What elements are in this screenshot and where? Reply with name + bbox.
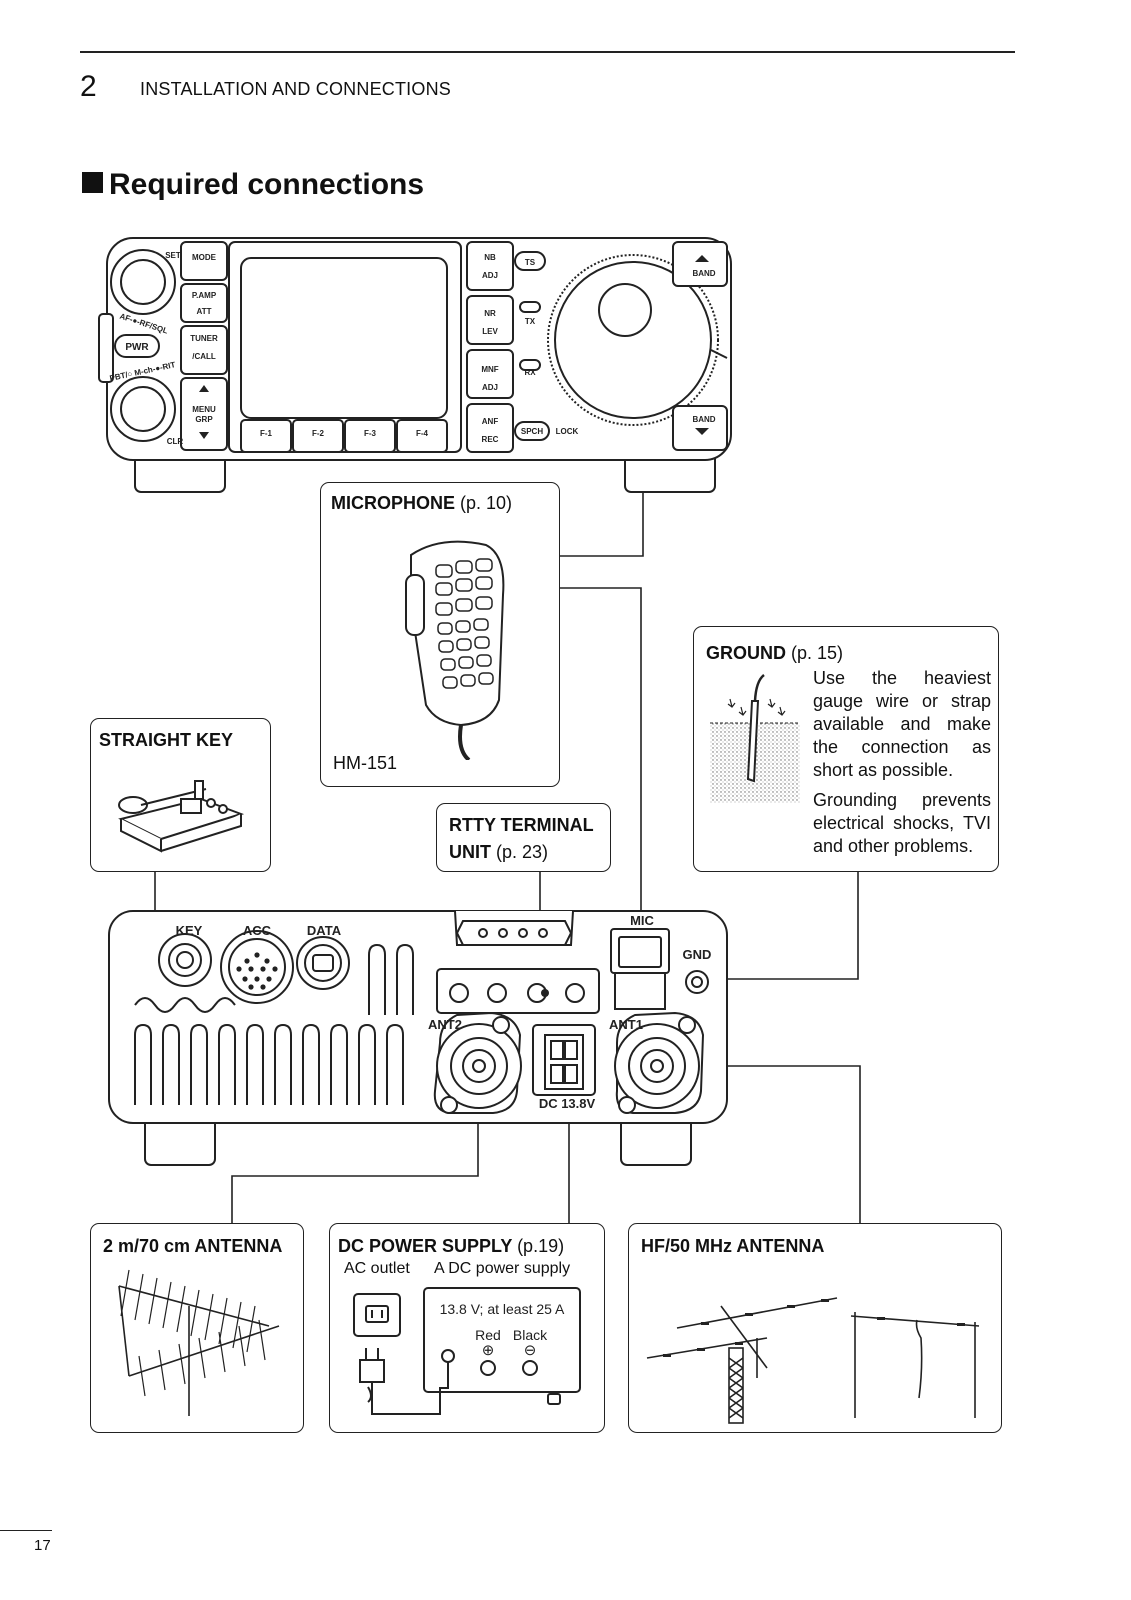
front-label-rx: RX [524,368,536,377]
dc-supply-label: A DC power supply [434,1260,571,1277]
red-terminal-label: Red [475,1327,501,1343]
microphone-icon [405,540,505,760]
straight-key-callout: STRAIGHT KEY [90,718,271,872]
band-down-button[interactable]: BAND [692,415,715,424]
antenna-hf-callout: HF/50 MHz ANTENNA [628,1223,1002,1433]
front-panel-illustration: SET AF-●-RF/SQL PWR PBT/○ M-ch-●-RIT CLR… [98,237,732,493]
footer-rule [0,1530,52,1531]
rear-label-dc: DC 13.8V [539,1096,596,1111]
antenna-hf-title: HF/50 MHz ANTENNA [641,1236,825,1256]
section-title-text: Required connections [109,168,425,201]
rtty-title-line2-text: UNIT [449,842,491,862]
minus-icon: ⊖ [524,1342,537,1359]
microphone-title-text: MICROPHONE [331,493,456,513]
f2-button[interactable]: F-2 [312,429,325,438]
front-label-adj1: ADJ [482,271,498,280]
spch-button[interactable]: SPCH [521,427,543,436]
microphone-title: MICROPHONE (p. 10) [331,493,512,514]
chapter-title: INSTALLATION AND CONNECTIONS [140,79,451,99]
front-label-mnf: MNF [481,365,498,374]
plus-icon: ⊕ [482,1342,495,1359]
microphone-callout: MICROPHONE (p. 10) HM-151 [320,482,560,787]
straight-key-icon [118,780,245,853]
band-up-button[interactable]: BAND [692,269,715,278]
dc-power-title-text: DC POWER SUPPLY [338,1236,513,1256]
ground-title-text: GROUND [706,643,786,663]
yagi-antenna-icon [118,1269,280,1416]
section-title: Required connections [82,168,424,202]
front-label-lev: LEV [482,327,498,336]
front-label-anf: ANF [482,417,499,426]
front-label-clr: CLR [167,437,184,446]
ground-page-ref: (p. 15) [791,643,844,663]
chapter-number: 2 [80,70,97,103]
f1-button[interactable]: F-1 [260,429,273,438]
pwr-button[interactable]: PWR [125,342,149,353]
page-number: 17 [34,1537,51,1554]
ac-outlet-label: AC outlet [344,1260,410,1277]
rear-label-ant1: ANT1 [609,1017,643,1032]
ground-description-1: Use the heaviest gauge wire or strap ava… [813,668,991,780]
antenna-2m-title: 2 m/70 cm ANTENNA [103,1236,283,1256]
dc-power-title: DC POWER SUPPLY (p.19) [338,1236,564,1257]
microphone-model: HM-151 [333,753,398,773]
front-label-nr: NR [484,309,496,318]
ground-rod-icon [710,674,800,803]
power-supply-spec: 13.8 V; at least 25 A [440,1301,565,1317]
rtty-callout: RTTY TERMINAL UNIT (p. 23) [436,803,611,872]
f4-button[interactable]: F-4 [416,429,429,438]
ground-title: GROUND (p. 15) [706,643,843,664]
front-label-att: ATT [197,307,212,316]
front-label-nb: NB [484,253,496,262]
ts-button[interactable]: TS [525,258,536,267]
front-label-pamp: P.AMP [192,291,217,300]
rear-label-key: KEY [176,923,203,938]
ground-description-2: Grounding prevents electrical shocks, TV… [813,790,991,856]
front-label-tuner: TUNER [190,334,218,343]
f3-button[interactable]: F-3 [364,429,377,438]
antenna-2m-callout: 2 m/70 cm ANTENNA [90,1223,304,1433]
microphone-page-ref: (p. 10) [460,493,513,513]
rtty-title-line1: RTTY TERMINAL [449,815,594,835]
ground-callout: GROUND (p. 15) Use the heaviest gauge wi… [693,626,999,872]
header-rule [80,51,1015,53]
front-label-tx: TX [525,317,536,326]
rtty-title-line2: UNIT (p. 23) [449,842,548,863]
front-label-adj2: ADJ [482,383,498,392]
front-label-call: /CALL [192,352,216,361]
front-label-set: SET [165,251,181,260]
straight-key-title: STRAIGHT KEY [99,730,234,750]
dc-power-page-ref: (p.19) [517,1236,565,1256]
rear-panel-illustration: KEY ACC DATA MIC GND ANT2 ANT1 DC 13.8V [108,910,728,1166]
front-label-menu: MENU [192,405,216,414]
rear-label-ant2: ANT2 [428,1017,462,1032]
power-supply-icon: 13.8 V; at least 25 A Red Black ⊕ ⊖ [353,1287,581,1415]
black-terminal-label: Black [513,1327,548,1343]
rtty-page-ref: (p. 23) [496,842,549,862]
rear-label-gnd: GND [683,947,712,962]
rear-label-data: DATA [307,923,342,938]
dc-power-callout: DC POWER SUPPLY (p.19) AC outlet A DC po… [329,1223,605,1433]
hf-antenna-icon [646,1297,980,1424]
front-label-rec: REC [482,435,499,444]
mode-button[interactable]: MODE [192,253,217,262]
rear-label-acc: ACC [243,923,272,938]
rear-label-mic: MIC [630,913,654,928]
section-bullet-icon [82,172,103,193]
front-label-lock: LOCK [556,427,579,436]
front-label-grp: GRP [195,415,213,424]
